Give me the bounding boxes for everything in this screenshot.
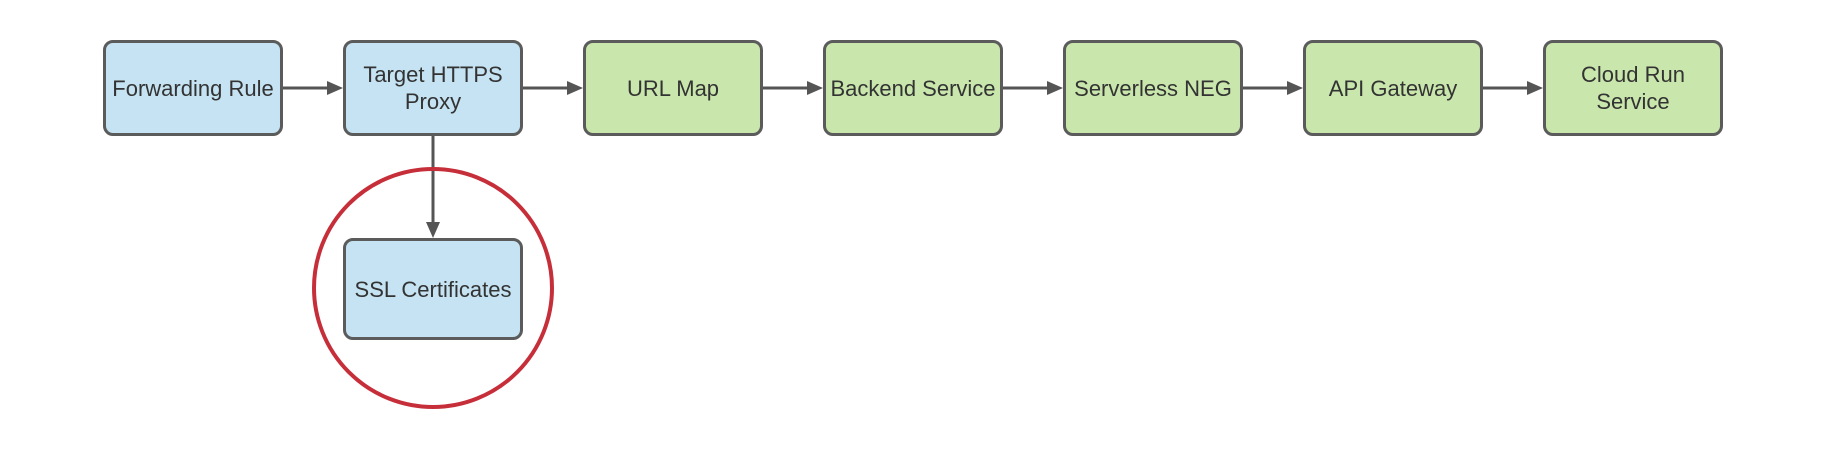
edge-api-gateway-to-cloud-run-service xyxy=(1483,81,1543,95)
node-label: URL Map xyxy=(626,75,720,101)
edge-target-https-proxy-to-url-map xyxy=(523,81,583,95)
node-backend-service: Backend Service xyxy=(823,40,1003,136)
node-target-https-proxy: Target HTTPS Proxy xyxy=(343,40,523,136)
node-serverless-neg: Serverless NEG xyxy=(1063,40,1243,136)
node-url-map: URL Map xyxy=(583,40,763,136)
edge-forwarding-rule-to-target-https-proxy xyxy=(283,81,343,95)
highlight-circle xyxy=(312,167,554,409)
node-ssl-certificates: SSL Certificates xyxy=(343,238,523,340)
edge-serverless-neg-to-api-gateway xyxy=(1243,81,1303,95)
node-api-gateway: API Gateway xyxy=(1303,40,1483,136)
node-label: SSL Certificates xyxy=(354,276,512,302)
edge-url-map-to-backend-service xyxy=(763,81,823,95)
node-label: Backend Service xyxy=(830,75,996,101)
edge-backend-service-to-serverless-neg xyxy=(1003,81,1063,95)
node-label: Cloud Run Service xyxy=(1581,62,1685,114)
node-forwarding-rule: Forwarding Rule xyxy=(103,40,283,136)
edge-target-https-proxy-to-ssl-certificates xyxy=(426,136,440,238)
node-label: Target HTTPS Proxy xyxy=(363,62,503,114)
node-label: Serverless NEG xyxy=(1074,75,1232,101)
node-label: API Gateway xyxy=(1328,75,1458,101)
node-cloud-run-service: Cloud Run Service xyxy=(1543,40,1723,136)
node-label: Forwarding Rule xyxy=(112,75,274,101)
